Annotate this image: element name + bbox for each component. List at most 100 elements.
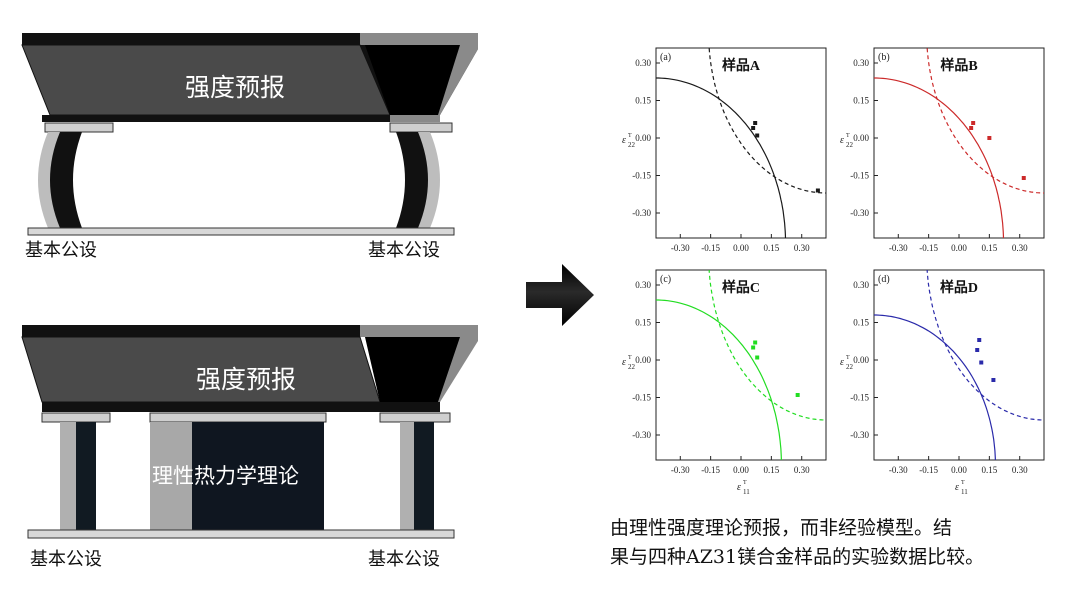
bridge-bottom-diagram: 强度预报 理性热力学理论 基本公设 基本公设 (20, 322, 480, 572)
panel-title: 样品D (940, 279, 978, 296)
x-tick-label: -0.30 (671, 243, 690, 253)
y-axis-label-sub: 22 (628, 363, 636, 371)
y-tick-label: 0.30 (635, 58, 651, 68)
bridge-bottom-title: 强度预报 (196, 365, 297, 394)
data-point (1021, 176, 1026, 180)
x-tick-label: -0.15 (919, 243, 938, 253)
dashed-locus-curve (926, 270, 1044, 421)
data-point (991, 378, 996, 382)
y-axis-label: ε (622, 357, 626, 368)
y-tick-label: -0.15 (632, 171, 651, 181)
bridge-bottom-left-label: 基本公设 (30, 549, 102, 570)
solid-locus-curve (874, 314, 996, 460)
panel-tag: (c) (660, 274, 671, 285)
y-tick-label: -0.30 (632, 430, 651, 440)
x-tick-label: 0.15 (763, 243, 779, 253)
caption: 由理性强度理论预报，而非经验模型。结 果与四种AZ31镁合金样品的实验数据比较。 (610, 514, 1072, 572)
bridge-top-diagram: 强度预报 基本公设 基本公设 (20, 30, 480, 270)
data-point (751, 345, 756, 350)
bridge-top-left-label: 基本公设 (25, 240, 97, 261)
y-axis-label: ε (840, 357, 844, 368)
y-tick-label: 0.15 (853, 318, 869, 328)
y-tick-label: 0.30 (853, 280, 869, 290)
data-point (979, 360, 984, 365)
x-tick-label: 0.00 (733, 465, 749, 475)
y-axis-label-sup: T (846, 133, 850, 139)
x-tick-label: 0.30 (794, 243, 810, 253)
y-tick-label: -0.30 (632, 208, 651, 218)
data-point (795, 393, 800, 397)
data-point (971, 121, 976, 125)
x-axis-label-sub: 11 (961, 488, 968, 496)
x-tick-label: -0.15 (919, 465, 938, 475)
x-axis-label: ε (955, 482, 959, 493)
x-tick-label: 0.00 (951, 243, 967, 253)
right-arrow-icon (526, 264, 594, 326)
y-tick-label: 0.15 (635, 318, 651, 328)
y-tick-label: 0.15 (853, 96, 869, 106)
data-point (977, 338, 982, 342)
y-axis-label: ε (622, 135, 626, 146)
panel-tag: (b) (878, 52, 890, 63)
y-tick-label: 0.30 (853, 58, 869, 68)
y-axis-label-sub: 22 (628, 141, 636, 149)
y-axis-label-sub: 22 (846, 141, 854, 149)
x-tick-label: -0.15 (701, 243, 720, 253)
data-point (987, 136, 992, 140)
data-point (815, 188, 820, 193)
data-point (755, 133, 760, 138)
x-axis-label-sup: T (961, 480, 965, 486)
x-tick-label: -0.15 (701, 465, 720, 475)
x-tick-label: 0.30 (1012, 465, 1028, 475)
x-tick-label: 0.15 (981, 465, 997, 475)
y-tick-label: -0.15 (850, 171, 869, 181)
panel-title: 样品B (940, 57, 977, 74)
y-tick-label: -0.15 (632, 393, 651, 403)
bridge-bottom-graphic (21, 325, 478, 539)
y-tick-label: 0.00 (853, 133, 869, 143)
panel-title: 样品C (722, 279, 760, 296)
y-axis-label-sup: T (628, 355, 632, 361)
data-point (751, 126, 756, 130)
y-axis-label-sup: T (846, 355, 850, 361)
panel-title: 样品A (722, 57, 761, 74)
x-tick-label: 0.15 (981, 243, 997, 253)
data-point (969, 126, 974, 130)
data-point (975, 348, 980, 352)
x-tick-label: -0.30 (889, 243, 908, 253)
bridge-bottom-right-label: 基本公设 (368, 549, 440, 570)
plot-frame (873, 269, 1045, 461)
dashed-locus-curve (708, 270, 826, 421)
panel-tag: (a) (660, 52, 671, 63)
y-tick-label: 0.30 (635, 280, 651, 290)
x-tick-label: 0.30 (1012, 243, 1028, 253)
y-axis-label: ε (840, 135, 844, 146)
x-tick-label: 0.15 (763, 465, 779, 475)
x-tick-label: 0.30 (794, 465, 810, 475)
bridge-top-right-label: 基本公设 (368, 240, 440, 261)
data-point (753, 121, 758, 125)
y-tick-label: -0.30 (850, 430, 869, 440)
x-tick-label: 0.00 (733, 243, 749, 253)
caption-line-2: 果与四种AZ31镁合金样品的实验数据比较。 (610, 546, 985, 568)
solid-locus-curve (656, 77, 787, 238)
data-point (755, 355, 760, 360)
x-tick-label: -0.30 (671, 465, 690, 475)
caption-line-1: 由理性强度理论预报，而非经验模型。结 (610, 517, 953, 539)
bridge-top-graphic (21, 33, 478, 236)
y-tick-label: 0.15 (635, 96, 651, 106)
bridge-top-title: 强度预报 (185, 73, 286, 102)
x-axis-label-sup: T (743, 480, 747, 486)
y-tick-label: -0.15 (850, 393, 869, 403)
solid-locus-curve (874, 77, 1005, 238)
x-axis-label: ε (737, 482, 741, 493)
panel-tag: (d) (878, 274, 890, 285)
